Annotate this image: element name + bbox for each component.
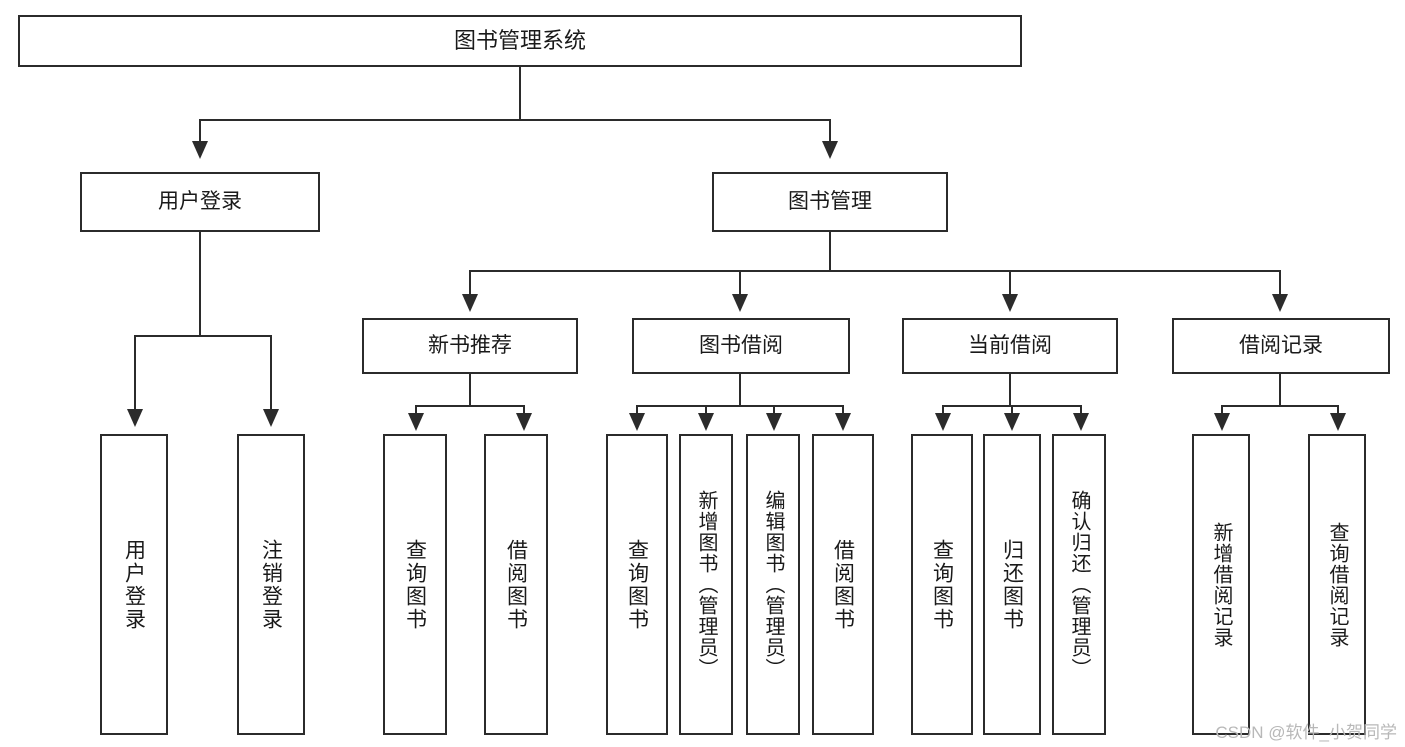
connector-newbook-to-leaf1 <box>415 405 417 415</box>
arrow-bookborrow-to-leaf2 <box>698 413 714 431</box>
connector-root-stem <box>519 67 521 120</box>
arrow-root-to-userlogin <box>192 141 208 159</box>
leaf-query-book-borrow[interactable]: 查询图书 <box>606 434 668 735</box>
node-label: 查询图书 <box>403 538 427 631</box>
connector-root-to-userlogin <box>199 119 201 143</box>
connector-newbook-stem <box>469 374 471 406</box>
node-borrow-record[interactable]: 借阅记录 <box>1172 318 1390 374</box>
connector-bookmgmt-to-l3-1 <box>469 270 471 296</box>
connector-bookmgmt-stem <box>829 232 831 271</box>
arrow-bookmgmt-to-l3-4 <box>1272 294 1288 312</box>
connector-userlogin-to-leaf2 <box>270 335 272 411</box>
node-label: 图书借阅 <box>699 333 783 357</box>
leaf-borrow-book-borrow[interactable]: 借阅图书 <box>812 434 874 735</box>
leaf-borrow-book-newrec[interactable]: 借阅图书 <box>484 434 548 735</box>
arrow-bookborrow-to-leaf3 <box>766 413 782 431</box>
connector-currentborrow-to-leaf2 <box>1011 405 1013 415</box>
connector-newbook-to-leaf2 <box>523 405 525 415</box>
node-label: 确认归还（管理员） <box>1068 490 1090 679</box>
node-label: 注销登录 <box>259 538 283 631</box>
node-root-system[interactable]: 图书管理系统 <box>18 15 1022 67</box>
node-label: 归还图书 <box>1000 538 1024 631</box>
arrow-bookborrow-to-leaf1 <box>629 413 645 431</box>
connector-bookborrow-to-leaf2 <box>705 405 707 415</box>
leaf-add-book-admin[interactable]: 新增图书（管理员） <box>679 434 733 735</box>
leaf-return-book[interactable]: 归还图书 <box>983 434 1041 735</box>
node-user-login[interactable]: 用户登录 <box>80 172 320 232</box>
node-label: 借阅记录 <box>1239 333 1323 357</box>
node-label: 编辑图书（管理员） <box>762 490 784 679</box>
connector-bookborrow-bar <box>636 405 844 407</box>
connector-bookborrow-to-leaf3 <box>773 405 775 415</box>
connector-bookborrow-to-leaf1 <box>636 405 638 415</box>
leaf-user-login[interactable]: 用户登录 <box>100 434 168 735</box>
node-label: 用户登录 <box>122 538 146 631</box>
leaf-edit-book-admin[interactable]: 编辑图书（管理员） <box>746 434 800 735</box>
arrow-userlogin-to-leaf2 <box>263 409 279 427</box>
leaf-query-borrow-record[interactable]: 查询借阅记录 <box>1308 434 1366 735</box>
connector-newbook-bar <box>415 405 525 407</box>
connector-currentborrow-to-leaf3 <box>1080 405 1082 415</box>
connector-currentborrow-stem <box>1009 374 1011 406</box>
connector-bookborrow-to-leaf4 <box>842 405 844 415</box>
connector-borrowrecord-bar <box>1221 405 1339 407</box>
leaf-confirm-return-admin[interactable]: 确认归还（管理员） <box>1052 434 1106 735</box>
connector-userlogin-bar <box>134 335 272 337</box>
arrow-bookmgmt-to-l3-1 <box>462 294 478 312</box>
leaf-query-book-newrec[interactable]: 查询图书 <box>383 434 447 735</box>
connector-bookmgmt-to-l3-2 <box>739 270 741 296</box>
node-label: 新增图书（管理员） <box>695 490 717 679</box>
leaf-add-borrow-record[interactable]: 新增借阅记录 <box>1192 434 1250 735</box>
arrow-borrowrecord-to-leaf2 <box>1330 413 1346 431</box>
connector-bookmgmt-to-l3-3 <box>1009 270 1011 296</box>
connector-bookmgmt-bar <box>469 270 1281 272</box>
connector-root-to-bookmgmt <box>829 119 831 143</box>
connector-currentborrow-to-leaf1 <box>942 405 944 415</box>
leaf-query-book-current[interactable]: 查询图书 <box>911 434 973 735</box>
node-label: 查询图书 <box>930 538 954 631</box>
node-label: 查询图书 <box>625 538 649 631</box>
node-label: 查询借阅记录 <box>1326 521 1348 648</box>
node-label: 图书管理系统 <box>453 28 586 54</box>
node-book-management[interactable]: 图书管理 <box>712 172 948 232</box>
arrow-userlogin-to-leaf1 <box>127 409 143 427</box>
node-label: 借阅图书 <box>831 538 855 631</box>
node-new-book-recommend[interactable]: 新书推荐 <box>362 318 578 374</box>
arrow-borrowrecord-to-leaf1 <box>1214 413 1230 431</box>
arrow-root-to-bookmgmt <box>822 141 838 159</box>
csdn-watermark: CSDN @软件_小贺同学 <box>1215 723 1397 742</box>
node-label: 新增借阅记录 <box>1210 521 1232 648</box>
leaf-logout[interactable]: 注销登录 <box>237 434 305 735</box>
arrow-newbook-to-leaf1 <box>408 413 424 431</box>
connector-userlogin-to-leaf1 <box>134 335 136 411</box>
connector-borrowrecord-stem <box>1279 374 1281 406</box>
connector-borrowrecord-to-leaf2 <box>1337 405 1339 415</box>
arrow-newbook-to-leaf2 <box>516 413 532 431</box>
arrow-currentborrow-to-leaf2 <box>1004 413 1020 431</box>
connector-borrowrecord-to-leaf1 <box>1221 405 1223 415</box>
node-label: 用户登录 <box>158 189 242 213</box>
connector-userlogin-stem <box>199 232 201 336</box>
arrow-bookmgmt-to-l3-3 <box>1002 294 1018 312</box>
node-label: 图书管理 <box>788 189 872 213</box>
node-label: 借阅图书 <box>504 538 528 631</box>
node-current-borrow[interactable]: 当前借阅 <box>902 318 1118 374</box>
arrow-bookmgmt-to-l3-2 <box>732 294 748 312</box>
connector-root-bar <box>199 119 831 121</box>
arrow-bookborrow-to-leaf4 <box>835 413 851 431</box>
node-label: 新书推荐 <box>428 333 512 357</box>
node-book-borrow[interactable]: 图书借阅 <box>632 318 850 374</box>
arrow-currentborrow-to-leaf3 <box>1073 413 1089 431</box>
connector-bookborrow-stem <box>739 374 741 406</box>
node-label: 当前借阅 <box>968 333 1052 357</box>
connector-bookmgmt-to-l3-4 <box>1279 270 1281 296</box>
arrow-currentborrow-to-leaf1 <box>935 413 951 431</box>
